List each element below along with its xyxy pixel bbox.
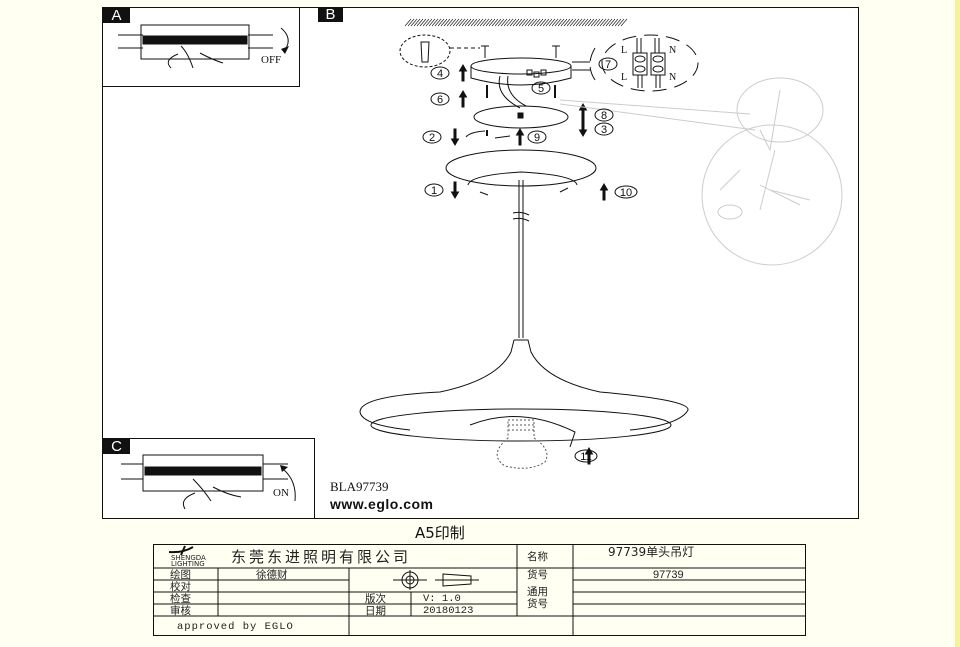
projection-symbol-icon <box>393 570 479 590</box>
step-11-marker: 11 <box>574 449 598 463</box>
title-block: SHENGDA LIGHTING 东莞东进照明有限公司 名称 97739单头吊灯… <box>153 544 806 636</box>
general-no-label-1: 通用 <box>527 586 548 598</box>
step-1-marker: 1 <box>424 183 444 197</box>
step-number: 5 <box>538 83 544 95</box>
arrow-icon <box>599 183 609 201</box>
terminal-block-icon <box>632 38 666 88</box>
company-name: 东莞东进照明有限公司 <box>231 548 412 566</box>
terminal-label-neutral-in: N <box>669 45 676 56</box>
step-number: 11 <box>580 451 591 463</box>
wall-plug-icon <box>420 41 430 63</box>
step-2-marker: 2 <box>422 130 442 144</box>
ceiling-hatch <box>404 18 628 27</box>
arrow-icon <box>450 181 460 199</box>
dowel-callout <box>399 34 451 68</box>
page-edge <box>955 0 960 647</box>
terminal-label-live-in: L <box>621 45 627 56</box>
panel-c-tag: C <box>103 439 130 454</box>
model-code: BLA97739 <box>330 479 389 494</box>
step-10-marker: 10 <box>614 185 638 199</box>
assembly-drawing: 1 2 3 4 5 6 7 8 9 10 11 L L N N <box>359 18 843 469</box>
bulb-icon <box>496 419 548 469</box>
step-number: 7 <box>605 59 611 71</box>
arrow-icon <box>450 128 460 146</box>
instruction-frame <box>102 7 859 519</box>
terminal-label-live-out: L <box>621 72 627 83</box>
step-number: 8 <box>601 110 607 122</box>
drawn-value: 徐德财 <box>256 569 288 581</box>
step-5-marker: 5 <box>531 81 551 95</box>
step-6-marker: 6 <box>430 92 450 106</box>
version-value: V: 1.0 <box>423 593 461 605</box>
version-label: 版次 <box>365 593 386 605</box>
mounting-plate <box>473 105 569 129</box>
review-label: 审核 <box>170 605 191 617</box>
company-logo <box>168 545 194 556</box>
arrow-icon <box>458 90 468 108</box>
step-3-marker: 3 <box>594 122 614 136</box>
print-format-label: A5印制 <box>415 524 465 542</box>
approved-by: approved by EGLO <box>177 621 294 633</box>
panel-a-switch-off: A OFF <box>102 7 300 87</box>
name-value: 97739单头吊灯 <box>608 545 695 559</box>
step-number: 6 <box>437 94 443 106</box>
general-no-label-2: 货号 <box>527 598 548 610</box>
step-number: 1 <box>431 185 437 197</box>
name-label: 名称 <box>527 551 548 563</box>
arrow-icon <box>515 128 525 146</box>
circuit-breaker-icon <box>121 454 296 510</box>
wire-stripping-detail <box>559 77 843 266</box>
step-number: 3 <box>601 124 607 136</box>
ceiling-cup <box>445 149 597 187</box>
panel-a-tag: A <box>103 8 130 23</box>
panel-b-tag: B <box>318 7 343 22</box>
on-label: ON <box>273 487 289 499</box>
date-label: 日期 <box>365 605 386 617</box>
step-number: 10 <box>620 187 632 199</box>
item-no-label: 货号 <box>527 569 548 581</box>
logo-text: SHENGDA LIGHTING <box>171 554 206 568</box>
step-number: 2 <box>429 132 435 144</box>
step-8-marker: 8 <box>594 108 614 122</box>
terminal-label-neutral-out: N <box>669 72 676 83</box>
step-number: 9 <box>534 132 540 144</box>
step-4-marker: 4 <box>430 66 450 80</box>
step-9-marker: 9 <box>527 130 547 144</box>
step-7-marker: 7 <box>598 57 618 71</box>
check-label: 检查 <box>170 593 191 605</box>
arrow-icon <box>458 64 468 82</box>
canopy <box>470 57 572 109</box>
circuit-breaker-icon <box>118 24 289 69</box>
off-label: OFF <box>261 54 282 66</box>
proof-label: 校对 <box>170 581 191 593</box>
step-number: 4 <box>437 68 443 80</box>
panel-c-switch-on: C ON <box>102 438 315 519</box>
item-no-value: 97739 <box>653 569 684 581</box>
drawn-label: 绘图 <box>170 569 191 581</box>
arrow-icon <box>578 103 588 137</box>
pendant-shade <box>359 339 689 442</box>
website-link: www.eglo.com <box>330 496 434 512</box>
date-value: 20180123 <box>423 605 474 617</box>
